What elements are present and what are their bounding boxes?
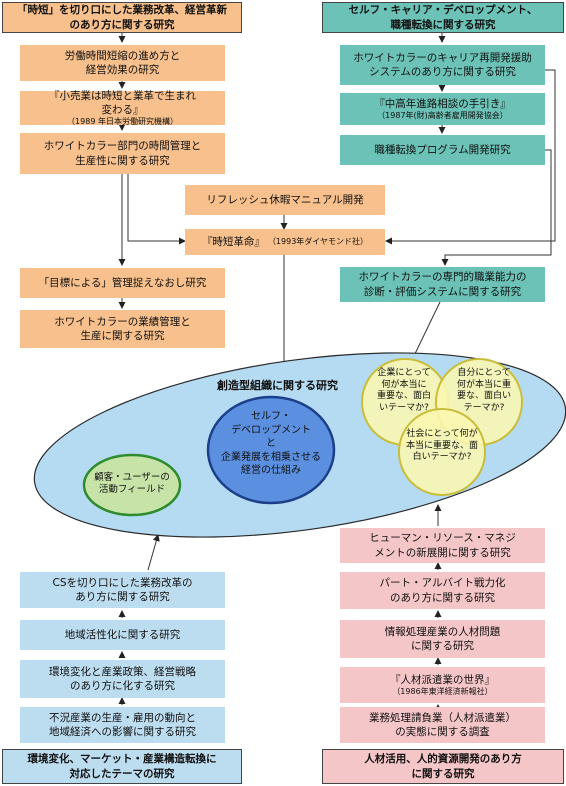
header-blue: 環境変化、マーケット・産業構造転換に 対応したテーマの研究 [2,749,242,784]
pink-box-4-sub: （1986年東洋経済新報社） [392,687,493,697]
pink-box-5-text: 業務処理請負業（人材派遣業） の実態に関する調査 [369,711,516,738]
pink-box-4: 『人材派遣業の世界』 （1986年東洋経済新報社） [340,667,545,703]
venn-company-text: 企業にとって 何が本当に 重要な、面白 いテーマか? [376,368,431,414]
blue-box-4: 不況産業の生産・雇用の動向と 地域経済への影響に関する研究 [20,707,225,743]
orange-box-5: 『時短革命』 （1993年ダイヤモンド社） [185,229,385,255]
center-title: 創造型組織に関する研究 [217,379,338,392]
teal-box-2-sub: （1987年(財)高齢者雇用開発協会） [377,111,508,121]
orange-box-3: ホワイトカラー部門の時間管理と 生産性に関する研究 [20,133,225,174]
header-orange: 「時短」を切り口にした業務改革、経営革新 のあり方に関する研究 [2,2,242,33]
pink-box-5: 業務処理請負業（人材派遣業） の実態に関する調査 [340,707,545,743]
blue-box-2-text: 地域活性化に関する研究 [64,628,181,641]
blue-box-4-text: 不況産業の生産・雇用の動向と 地域経済への影響に関する研究 [49,711,196,738]
orange-box-6: 「目標による」管理捉えなおし研究 [20,268,225,298]
teal-box-3-text: 職種転換プログラム開発研究 [374,143,511,156]
teal-box-1-text: ホワイトカラーのキャリア再開発援助 システムのあり方に関する研究 [353,51,532,78]
orange-box-3-text: ホワイトカラー部門の時間管理と 生産性に関する研究 [43,140,202,167]
blue-box-1: CSを切り口にした業務改革の あり方に関する研究 [20,572,225,608]
core-mechanism-text: セルフ・ デベロップメント と 企業発展を相乗させる 経営の仕組み [221,411,321,476]
teal-box-2: 『中高年進路相談の手引き』 （1987年(財)高齢者雇用開発協会） [340,93,545,125]
orange-box-7: ホワイトカラーの業績管理と 生産に関する研究 [20,310,225,348]
customer-field-ellipse [82,453,182,517]
venn-self-text: 自分にとって 何が本当に重 要な、面白い テーマか? [456,368,511,414]
pink-box-3: 情報処理産業の人材問題 に関する研究 [340,620,545,658]
blue-box-3-text: 環境変化と産業政策、経営戦略 のあり方に化する研究 [49,665,196,692]
orange-box-4-text: リフレッシュ休暇マニュアル開発 [206,193,364,206]
orange-box-1: 労働時間短縮の進め方と 経営効果の研究 [20,45,225,81]
teal-box-2-text: 『中高年進路相談の手引き』 [374,98,511,111]
orange-box-5-sub: （1993年ダイヤモンド社） [267,237,369,247]
teal-box-1: ホワイトカラーのキャリア再開発援助 システムのあり方に関する研究 [340,45,545,85]
orange-box-6-text: 「目標による」管理捉えなおし研究 [38,276,207,289]
teal-box-3: 職種転換プログラム開発研究 [340,135,545,165]
venn-society-text: 社会にとって何が 本当に重要な、面 白いテーマか? [405,429,478,463]
pink-box-2-text: パート・アルバイト戦力化 のあり方に関する研究 [379,577,506,604]
venn-circle-society [398,408,486,496]
customer-field-text: 顧客・ユーザーの 活動フィールド [94,472,170,496]
orange-box-2: 『小売業は時短と業革で生まれ 変わる』 （1989 年日本労働研究機構） [20,90,225,127]
orange-box-7-text: ホワイトカラーの業績管理と 生産に関する研究 [54,315,191,342]
teal-box-4-text: ホワイトカラーの専門的職業能力の 診断・評価システムに関する研究 [358,271,527,298]
orange-box-5-text: 『時短革命』 [201,235,265,248]
blue-box-2: 地域活性化に関する研究 [20,620,225,650]
orange-box-2-text: 『小売業は時短と業革で生まれ 変わる』 [49,90,196,117]
orange-box-1-text: 労働時間短縮の進め方と 経営効果の研究 [64,49,181,76]
pink-box-2: パート・アルバイト戦力化 のあり方に関する研究 [340,572,545,609]
blue-box-1-text: CSを切り口にした業務改革の あり方に関する研究 [52,576,193,603]
core-mechanism-circle [206,395,336,505]
orange-box-4: リフレッシュ休暇マニュアル開発 [185,185,385,215]
pink-box-1-text: ヒューマン・リソース・マネジ メントの新展開に関する研究 [369,532,516,559]
header-teal: セルフ・キャリア・デベロップメント、 職種転換に関する研究 [322,2,564,33]
pink-box-1: ヒューマン・リソース・マネジ メントの新展開に関する研究 [340,528,545,563]
blue-box-3: 環境変化と産業政策、経営戦略 のあり方に化する研究 [20,660,225,698]
pink-box-4-text: 『人材派遣業の世界』 [390,674,495,687]
header-pink: 人材活用、人的資源開発のあり方 に関する研究 [322,749,564,784]
pink-box-3-text: 情報処理産業の人材問題 に関する研究 [384,625,501,652]
orange-box-2-sub: （1989 年日本労働研究機構） [67,117,178,127]
teal-box-4: ホワイトカラーの専門的職業能力の 診断・評価システムに関する研究 [340,267,545,302]
